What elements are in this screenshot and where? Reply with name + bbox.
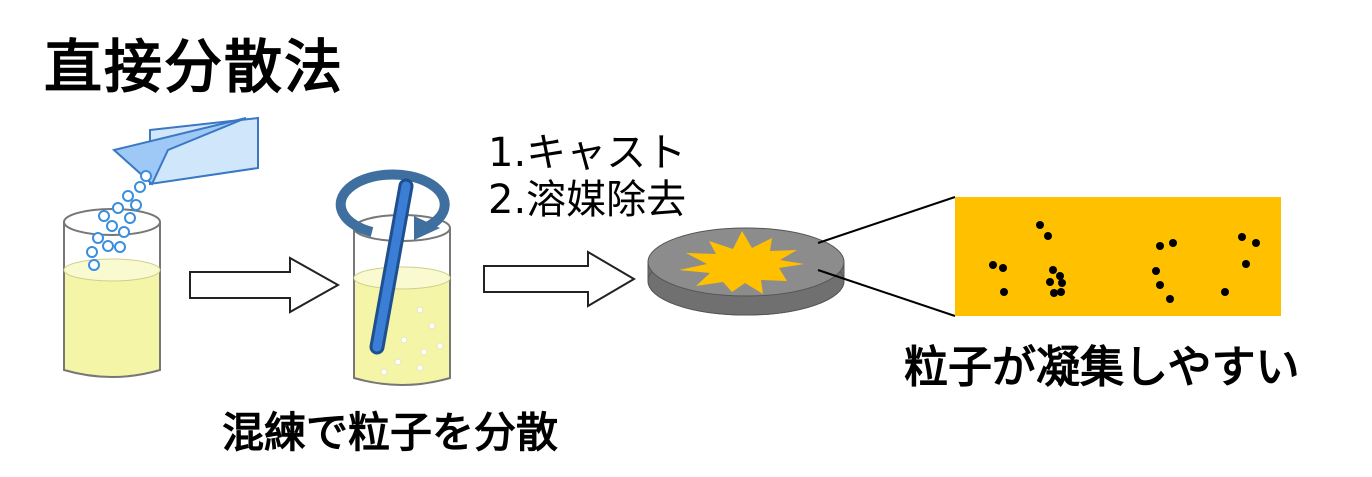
powder-sachet bbox=[111, 116, 259, 186]
cast-film bbox=[647, 227, 845, 316]
film-star bbox=[679, 231, 804, 294]
stir-ring-icon bbox=[335, 169, 450, 237]
beaker-1-surface bbox=[63, 258, 161, 282]
sachet-front bbox=[111, 117, 247, 186]
beaker-1-wall bbox=[63, 222, 161, 378]
step-cast-label: 1.キャスト bbox=[488, 130, 687, 176]
beaker-1-liquid bbox=[64, 264, 160, 377]
stir-rod-highlight bbox=[372, 181, 411, 352]
step-solvent-removal-label: 2.溶媒除去 bbox=[488, 177, 687, 223]
zoom-panel bbox=[955, 197, 1281, 316]
arrow-2 bbox=[483, 250, 636, 308]
falling-particles bbox=[86, 170, 152, 271]
stir-ring-arrowhead bbox=[414, 216, 440, 240]
beaker-2-surface bbox=[353, 266, 451, 290]
arrow-1 bbox=[189, 256, 341, 314]
caption-mixing: 混練で粒子を分散 bbox=[222, 408, 559, 457]
zoom-line-bottom bbox=[817, 269, 956, 317]
zoom-line-top bbox=[817, 196, 956, 244]
beaker-1 bbox=[63, 208, 161, 378]
page-title: 直接分散法 bbox=[44, 33, 345, 101]
beaker-2-wall bbox=[353, 228, 451, 386]
beaker-1-rim bbox=[63, 208, 161, 236]
aggregated-particles bbox=[989, 221, 1260, 303]
caption-aggregation: 粒子が凝集しやすい bbox=[904, 342, 1300, 393]
